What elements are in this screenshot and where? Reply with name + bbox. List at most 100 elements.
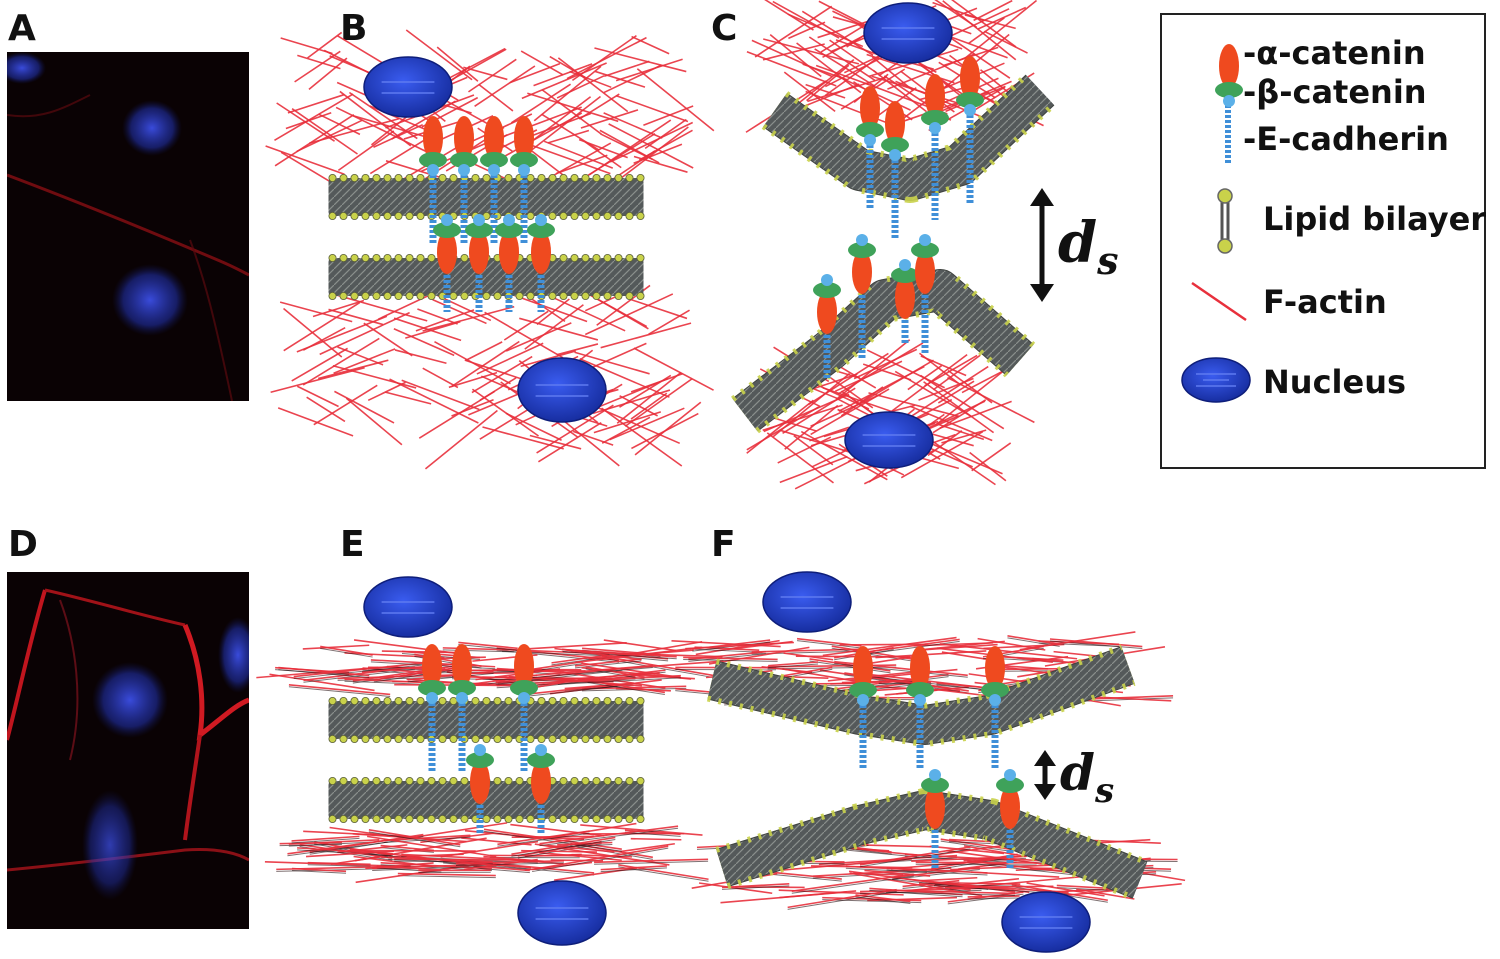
beta-catenin: [466, 752, 494, 768]
nucleus-detail: [381, 81, 435, 94]
lipid-head: [361, 696, 370, 705]
f-actin-filament: [769, 33, 822, 78]
f-actin-filament-shadow: [831, 647, 917, 663]
f-actin-filament: [841, 679, 914, 684]
lipid-head: [416, 734, 425, 743]
f-actin-filament: [763, 38, 860, 65]
cadherin-complex: [813, 274, 841, 380]
nucleus: [863, 2, 953, 64]
panel-label-a: A: [8, 8, 36, 49]
f-actin-filament: [407, 670, 494, 681]
f-actin-filament: [293, 661, 430, 678]
f-actin-filament: [368, 829, 461, 846]
nucleus-icon: [1181, 357, 1251, 403]
lipid-head: [427, 253, 436, 262]
f-actin-filament-shadow: [397, 875, 496, 879]
f-actin-filament: [493, 106, 582, 141]
f-actin-filament: [302, 644, 370, 650]
lipid-head: [504, 696, 513, 705]
nucleus-detail: [881, 27, 935, 40]
f-actin-filament: [401, 379, 480, 411]
alpha-catenin: [470, 760, 490, 804]
lipid-head: [372, 253, 381, 262]
lipid-head: [438, 696, 447, 705]
f-actin-filament: [601, 416, 651, 444]
cadherin-head: [989, 694, 1001, 706]
bilayer-core: [328, 178, 644, 216]
lipid-head: [559, 291, 568, 300]
f-actin-filament: [891, 876, 989, 889]
f-actin-filament: [288, 683, 391, 696]
f-actin-filament: [801, 10, 874, 56]
f-actin-filament: [296, 315, 388, 353]
beta-catenin: [465, 222, 493, 238]
lipid-head: [570, 776, 579, 785]
cadherin-complex: [450, 116, 478, 245]
lipid-head: [625, 696, 634, 705]
f-actin-filament: [872, 69, 927, 113]
f-actin-filament-shadow: [557, 677, 681, 685]
f-actin-filament: [938, 423, 985, 441]
f-actin-filament-shadow: [372, 865, 497, 871]
lipid-head: [416, 291, 425, 300]
f-actin-filament: [550, 859, 604, 862]
lipid-head: [526, 173, 535, 182]
legend-nucleus-label: Nucleus: [1263, 363, 1406, 401]
lipid-head: [559, 734, 568, 743]
f-actin-filament: [555, 154, 608, 175]
nucleus-body: [363, 56, 453, 118]
lipid-head: [383, 211, 392, 220]
lipid-head: [559, 253, 568, 262]
cadherin-complex: [996, 769, 1024, 870]
f-actin-filament: [907, 365, 989, 419]
f-actin-filament: [947, 369, 993, 404]
lipid-head: [570, 211, 579, 220]
f-actin-filament: [765, 870, 842, 880]
f-actin-filament: [332, 364, 417, 389]
f-actin-filament: [523, 664, 653, 678]
f-actin-filament: [983, 30, 1028, 54]
lipid-head: [372, 291, 381, 300]
lipid-head: [581, 696, 590, 705]
f-actin-filament: [562, 648, 677, 658]
f-actin-filament: [600, 865, 667, 871]
alpha-catenin: [469, 230, 489, 274]
lipid-head: [405, 814, 414, 823]
f-actin-filament: [306, 31, 343, 59]
f-actin-filament: [577, 671, 660, 680]
f-actin-filament: [920, 64, 965, 96]
lipid-head: [438, 734, 447, 743]
f-actin-filament-shadow: [368, 831, 461, 848]
f-actin-filament: [280, 151, 338, 187]
f-actin-filament: [608, 123, 694, 169]
f-actin-filament: [306, 396, 346, 423]
nucleus-body: [363, 576, 453, 638]
lipid-head: [493, 776, 502, 785]
f-actin-filament-shadow: [600, 867, 667, 873]
lipid-head: [372, 696, 381, 705]
f-actin-filament: [424, 409, 498, 470]
f-actin-filament: [868, 392, 959, 418]
panel-label-d: D: [8, 524, 38, 565]
alpha-catenin: [454, 116, 474, 160]
lipid-head: [537, 696, 546, 705]
f-actin-filament: [465, 341, 503, 362]
cadherin-head: [535, 744, 547, 756]
alpha-catenin: [852, 250, 872, 294]
cadherin-head: [535, 214, 547, 226]
lipid-head: [339, 696, 348, 705]
f-actin-filament: [721, 883, 790, 889]
nucleus-detail: [535, 907, 589, 920]
f-actin-filament: [279, 301, 353, 323]
f-actin-filament: [554, 647, 642, 661]
lipid-head: [581, 173, 590, 182]
f-actin-filament: [603, 639, 676, 652]
f-actin-filament: [839, 643, 927, 646]
beta-catenin: [527, 752, 555, 768]
nucleus-detail: [1019, 916, 1073, 929]
f-actin-filament: [1007, 635, 1060, 646]
lipid-head: [570, 734, 579, 743]
f-actin-filament: [394, 349, 447, 365]
lipid-head: [625, 776, 634, 785]
